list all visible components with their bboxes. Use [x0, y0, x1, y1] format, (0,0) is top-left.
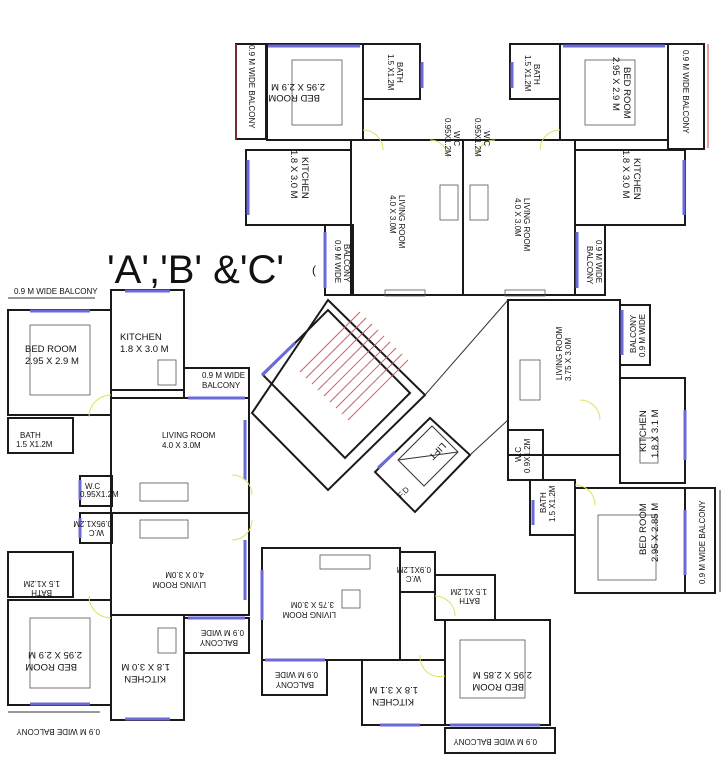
wc-size: 0.95X1.2M — [443, 118, 452, 157]
bedroom-label: BED ROOM — [638, 503, 649, 555]
unit-right: BALCONY 0.9 M WIDE LIVING ROOM 3.75 X 3.… — [507, 299, 721, 594]
kitchen-size: 1.8 X 3.0 M — [120, 344, 169, 355]
balcony2-label: BALCONY — [629, 314, 638, 353]
unit-bottom: W.C 0.9X1.2M BATH 1.5 X1.2M LIVING ROOM … — [260, 547, 556, 754]
living-label: LIVING ROOM — [555, 326, 564, 380]
kitchen-label: KITCHEN — [631, 158, 642, 200]
bath-label: BATH — [539, 492, 548, 513]
balcony-label: 0.9 M WIDE BALCONY — [698, 500, 707, 584]
unit-lower-left: BATH 1.5 X1.2M W.C 0.95X1.2M LIVING ROOM… — [7, 512, 253, 736]
kitchen-label: KITCHEN — [638, 410, 649, 452]
balcony2-size: 0.9 M WIDE — [201, 628, 244, 637]
balcony-label: 0.9 M WIDE BALCONY — [453, 737, 537, 746]
wc-label: W.C — [482, 131, 491, 146]
bedroom-size: 2.95 X 2.9 M — [271, 81, 325, 92]
bath-size: 1.5 X1.2M — [548, 485, 557, 522]
core: LIFT F.D — [250, 298, 509, 514]
living-size: 3.75 X 3.0M — [564, 338, 573, 381]
bedroom-size: 2.95 X 2.85 M — [473, 669, 532, 680]
kitchen-label: KITCHEN — [299, 157, 310, 199]
bedroom-size: 2.95 X 2.85 M — [650, 503, 661, 562]
bath-size: 1.5 X1.2M — [386, 54, 395, 91]
living-size: 4.0 X 3.0M — [388, 195, 397, 234]
wc-label: W.C — [406, 574, 421, 583]
balcony2-size: 0.9 M WIDE — [202, 371, 245, 380]
duct-label: F.D — [396, 485, 411, 500]
wc-label: W.C — [85, 482, 100, 491]
bedroom-size: 2.95 X 2.9 M — [28, 649, 82, 660]
balcony2-size: 0.9 M WIDE — [333, 240, 342, 283]
balcony2-label: BALCONY — [202, 381, 241, 390]
balcony-label: 0.9 M WIDE BALCONY — [247, 45, 256, 129]
bath-size: 1.5 X1.2M — [16, 440, 53, 449]
unit-top-right: BED ROOM 2.95 X 2.9 M 0.9 M WIDE BALCONY… — [462, 43, 705, 297]
bedroom-label: BED ROOM — [25, 344, 77, 355]
wc-size: 0.9X1.2M — [396, 565, 431, 574]
living-size: 4.0 X 3.0M — [162, 441, 201, 450]
living-size: 4.0 X 3.0M — [165, 570, 204, 579]
living-label: LIVING ROOM — [162, 431, 216, 440]
kitchen-label: KITCHEN — [120, 332, 162, 343]
bedroom-label: BED ROOM — [472, 681, 524, 692]
bath-size: 1.5 X1.2M — [450, 587, 487, 596]
wc-size: 0.95X1.2M — [80, 490, 119, 499]
balcony2-label: BALCONY — [585, 246, 594, 285]
living-label: LIVING ROOM — [522, 198, 531, 252]
bath-label: BATH — [31, 588, 52, 597]
stair-treads — [299, 311, 409, 421]
bedroom-label: BED ROOM — [621, 67, 632, 119]
title-fragment: ( — [312, 263, 316, 277]
bath-size: 1.5 X1.2M — [23, 579, 60, 588]
bedroom-label: BED ROOM — [25, 661, 77, 672]
wc-size: 0.9X1.2M — [523, 438, 532, 473]
bath-label: BATH — [532, 64, 541, 85]
wc-label: W.C — [89, 528, 104, 537]
kitchen-size: 1.8 X 3.0 M — [121, 661, 170, 672]
wc-size: 0.95X1.2M — [73, 519, 112, 528]
bath-label: BATH — [395, 62, 404, 83]
unit-left: 0.9 M WIDE BALCONY BED ROOM 2.95 X 2.9 M… — [7, 287, 253, 514]
living-label: LIVING ROOM — [152, 580, 206, 589]
balcony2-label: BALCONY — [342, 244, 351, 283]
bedroom-size: 2.95 X 2.9 M — [610, 57, 621, 111]
bath-label: BATH — [20, 431, 41, 440]
wc-label: W.C — [452, 131, 461, 146]
kitchen-size: 1.8 X 3.0 M — [288, 150, 299, 199]
balcony2-label: BALCONY — [199, 638, 238, 647]
kitchen-size: 1.8 X 3.1 M — [650, 409, 661, 458]
unit-top-left: BED ROOM 2.95 X 2.9 M 0.9 M WIDE BALCONY… — [235, 43, 464, 297]
kitchen-size: 1.8 X 3.0 M — [620, 150, 631, 199]
living-size: 3.75 X 3.0M — [291, 600, 334, 609]
bath-size: 1.5 X1.2M — [523, 55, 532, 92]
living-label: LIVING ROOM — [282, 610, 336, 619]
wc-label: W.C — [514, 447, 523, 462]
wc-size: 0.95X1.2M — [473, 118, 482, 157]
living-label: LIVING ROOM — [397, 195, 406, 249]
lift-label: LIFT — [426, 440, 448, 462]
kitchen-size: 1.8 X 3.1 M — [369, 684, 418, 695]
bath-label: BATH — [459, 596, 480, 605]
bedroom-size: 2.95 X 2.9 M — [25, 356, 79, 367]
balcony2-label: BALCONY — [275, 680, 314, 689]
balcony-label: 0.9 M WIDE BALCONY — [14, 287, 98, 296]
balcony2-size: 0.9 M WIDE — [275, 670, 318, 679]
plan-title: 'A','B' &'C' — [107, 248, 284, 292]
kitchen-label: KITCHEN — [124, 673, 166, 684]
balcony-label: 0.9 M WIDE BALCONY — [681, 50, 690, 134]
balcony-label: 0.9 M WIDE BALCONY — [16, 727, 100, 736]
balcony2-size: 0.9 M WIDE — [594, 240, 603, 283]
kitchen-label: KITCHEN — [372, 696, 414, 707]
living-size: 4.0 X 3.0M — [513, 198, 522, 237]
balcony2-size: 0.9 M WIDE — [638, 314, 647, 357]
bedroom-label: BED ROOM — [268, 92, 320, 103]
